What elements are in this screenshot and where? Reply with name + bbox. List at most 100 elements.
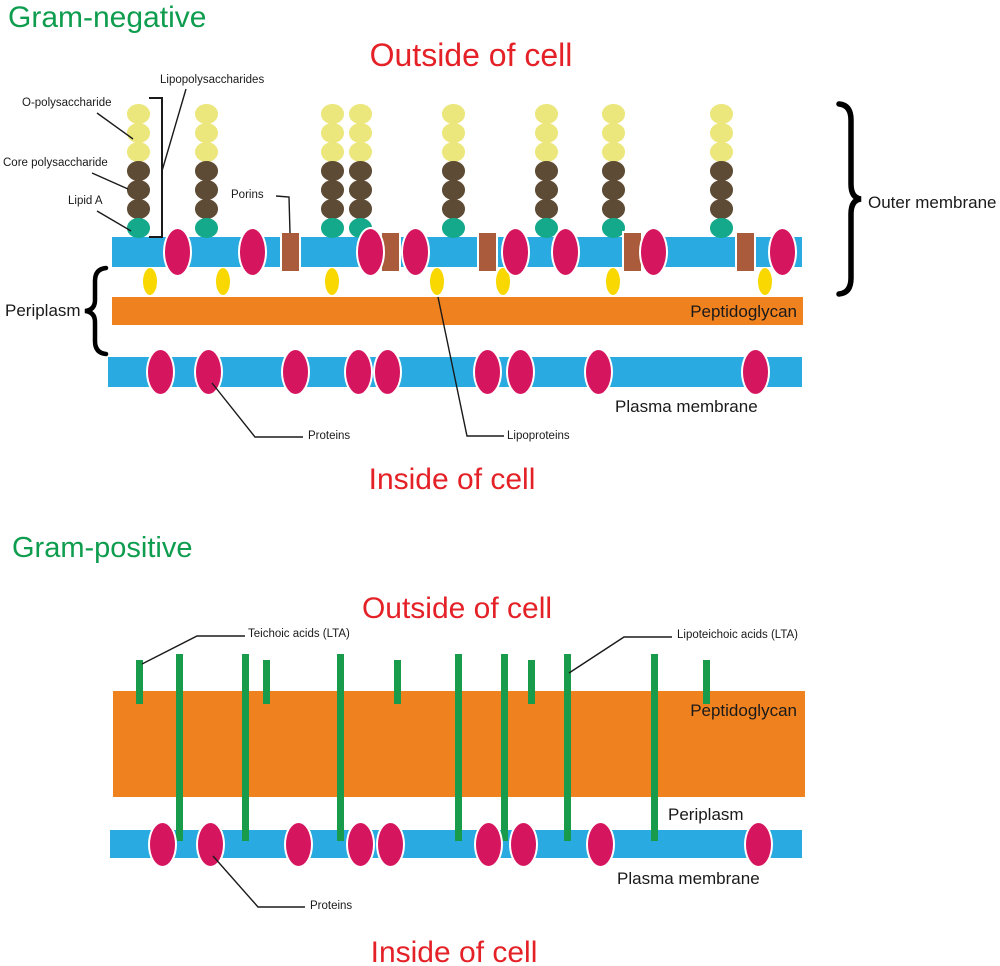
porin (734, 231, 756, 273)
core-polysaccharide-unit (709, 161, 733, 181)
o-polysaccharide-unit (194, 104, 218, 124)
o-polysaccharide-unit (709, 123, 733, 143)
plasma-membrane-protein (508, 821, 538, 868)
porins-leader-line (275, 195, 291, 234)
lipoprotein (606, 268, 620, 295)
lipoteichoic-acid-bar (242, 654, 249, 841)
o-polysaccharide-unit (601, 104, 625, 124)
core-polysaccharide-unit (441, 161, 465, 181)
lipid-a-unit (709, 218, 733, 238)
plasma-membrane-protein (193, 348, 223, 396)
core-polysaccharide-unit (534, 161, 558, 181)
core-polysaccharide-leader-line (91, 172, 129, 190)
lipoprotein (430, 268, 444, 295)
core-polysaccharide-unit (194, 161, 218, 181)
o-polysaccharide-unit (194, 123, 218, 143)
lipid-a-unit (126, 218, 150, 238)
core-polysaccharide-unit (320, 199, 344, 219)
plasma-membrane-protein (740, 348, 770, 396)
gram-negative-title: Gram-negative (8, 1, 207, 34)
outer-membrane-brace (836, 101, 862, 297)
core-polysaccharide-unit (348, 199, 372, 219)
o-polysaccharide-unit (348, 123, 372, 143)
membrane-protein (550, 227, 580, 277)
membrane-protein (767, 227, 797, 277)
lipoprotein (758, 268, 772, 295)
lipoteichoic-acid-bar (176, 654, 183, 841)
core-polysaccharide-unit (709, 180, 733, 200)
o-polysaccharide-unit (601, 123, 625, 143)
o-polysaccharide-unit (709, 142, 733, 162)
core-polysaccharide-unit (601, 180, 625, 200)
gn-outside-of-cell-label: Outside of cell (369, 37, 573, 73)
plasma-membrane-protein (583, 348, 613, 396)
membrane-protein (638, 227, 668, 277)
teichoic-leader-line (141, 635, 245, 665)
membrane-protein (237, 227, 267, 277)
lipid-a-unit (194, 218, 218, 238)
o-polysaccharide-unit (320, 123, 344, 143)
teichoic-acid-bar (703, 660, 710, 704)
membrane-protein (162, 227, 192, 277)
lipid-a-unit (441, 218, 465, 238)
o-polysaccharide-unit (320, 104, 344, 124)
gn-porins-label: Porins (231, 189, 264, 201)
gram-positive-title: Gram-positive (12, 532, 193, 564)
porin (476, 231, 498, 273)
lipopolysaccharides-leader-line (161, 88, 187, 172)
lipoprotein (325, 268, 339, 295)
gn-peptidoglycan-label: Peptidoglycan (690, 302, 797, 321)
core-polysaccharide-unit (534, 180, 558, 200)
o-polysaccharide-unit (709, 104, 733, 124)
plasma-membrane-protein (147, 821, 177, 868)
core-polysaccharide-unit (320, 180, 344, 200)
core-polysaccharide-unit (348, 161, 372, 181)
plasma-membrane-protein (345, 821, 375, 868)
plasma-membrane-protein (372, 348, 402, 396)
lipoprotein (143, 268, 157, 295)
teichoic-acid-bar (528, 660, 535, 704)
lipid-a-leader-line (96, 210, 132, 232)
gn-plasma-membrane-label: Plasma membrane (615, 397, 758, 416)
core-polysaccharide-unit (534, 199, 558, 219)
gn-core-polysaccharide-label: Core polysaccharide (3, 157, 108, 169)
lipoteichoic-acid-bar (651, 654, 658, 841)
o-polysaccharide-unit (441, 104, 465, 124)
lipid-a-unit (534, 218, 558, 238)
o-polysaccharide-unit (534, 123, 558, 143)
gp-teichoic-acids-label: Teichoic acids (LTA) (248, 628, 350, 640)
gn-lipid-a-label: Lipid A (68, 195, 103, 207)
membrane-protein (500, 227, 530, 277)
gp-outside-of-cell-label: Outside of cell (361, 592, 553, 625)
o-polysaccharide-unit (348, 104, 372, 124)
o-polysaccharide-unit (126, 123, 150, 143)
core-polysaccharide-unit (126, 161, 150, 181)
plasma-membrane-protein (195, 821, 225, 868)
plasma-membrane-protein (585, 821, 615, 868)
gn-proteins-label: Proteins (308, 430, 351, 442)
core-polysaccharide-unit (348, 180, 372, 200)
o-polysaccharide-unit (126, 104, 150, 124)
o-polysaccharide-unit (194, 142, 218, 162)
periplasm-brace (84, 265, 109, 357)
plasma-membrane-protein (343, 348, 373, 396)
lipoteichoic-acid-bar (337, 654, 344, 841)
teichoic-acid-bar (136, 660, 143, 704)
porin (279, 231, 301, 273)
membrane-protein (400, 227, 430, 277)
gn-outer-membrane-bar (112, 237, 802, 267)
core-polysaccharide-unit (126, 180, 150, 200)
membrane-protein (355, 227, 385, 277)
o-polysaccharide-unit (441, 123, 465, 143)
lps-bracket (149, 97, 163, 238)
gp-proteins-label: Proteins (310, 900, 353, 912)
lipoteichoic-acid-bar (501, 654, 508, 841)
plasma-membrane-protein (473, 821, 503, 868)
lipid-a-unit (601, 218, 625, 238)
plasma-membrane-protein (283, 821, 313, 868)
o-polysaccharide-unit (601, 142, 625, 162)
plasma-membrane-protein (145, 348, 175, 396)
gn-o-polysaccharide-label: O-polysaccharide (22, 97, 112, 109)
o-polysaccharide-unit (534, 142, 558, 162)
